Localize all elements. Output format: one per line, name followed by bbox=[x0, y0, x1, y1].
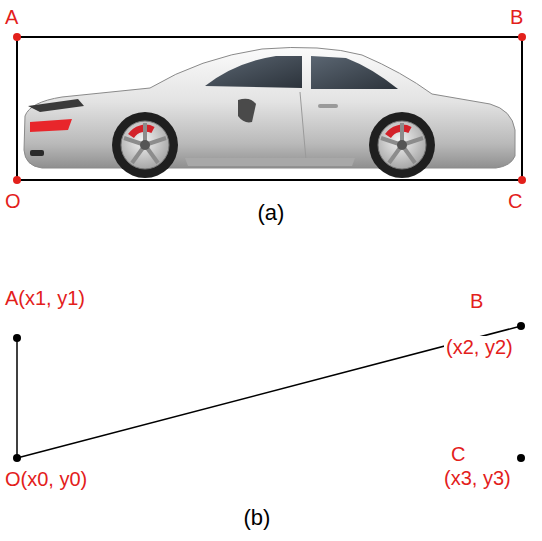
car-window-front bbox=[311, 56, 398, 89]
point-label: C bbox=[451, 443, 465, 466]
line-ob bbox=[17, 326, 521, 458]
corner-label: O bbox=[5, 190, 21, 213]
corner-dot bbox=[13, 33, 21, 41]
car-door-handle bbox=[318, 104, 338, 108]
corner-dot bbox=[518, 33, 526, 41]
bounding-box bbox=[17, 37, 522, 180]
point-dot bbox=[13, 334, 21, 342]
point-dot bbox=[517, 322, 525, 330]
point-dot bbox=[517, 454, 525, 462]
car-wheel-rear bbox=[112, 112, 178, 178]
corner-label: C bbox=[508, 190, 522, 213]
car-illustration bbox=[24, 47, 515, 178]
point-label: B bbox=[470, 290, 483, 313]
car-body bbox=[24, 47, 515, 168]
corner-label: B bbox=[510, 6, 523, 29]
car-side-skirt bbox=[185, 158, 355, 166]
car-window-rear bbox=[205, 56, 302, 88]
car-spoiler bbox=[28, 99, 84, 112]
corner-dot bbox=[518, 176, 526, 184]
point-label: O(x0, y0) bbox=[5, 468, 87, 491]
point-dot bbox=[13, 454, 21, 462]
car-exhaust bbox=[30, 150, 44, 156]
point-label: A(x1, y1) bbox=[5, 287, 85, 310]
car-taillight bbox=[30, 119, 72, 132]
corner-points bbox=[13, 33, 526, 184]
car-air-intake bbox=[238, 99, 256, 123]
corner-label: A bbox=[5, 6, 18, 29]
points bbox=[13, 322, 525, 462]
car-door-line bbox=[300, 92, 306, 160]
line-oa bbox=[16, 338, 18, 458]
corner-dot bbox=[13, 176, 21, 184]
subfigure-caption: (b) bbox=[244, 505, 271, 530]
car-wheel-front bbox=[369, 112, 435, 178]
coordinate-label: (x2, y2) bbox=[444, 336, 515, 359]
coordinate-label: (x3, y3) bbox=[444, 467, 511, 490]
subfigure-caption: (a) bbox=[258, 200, 285, 225]
